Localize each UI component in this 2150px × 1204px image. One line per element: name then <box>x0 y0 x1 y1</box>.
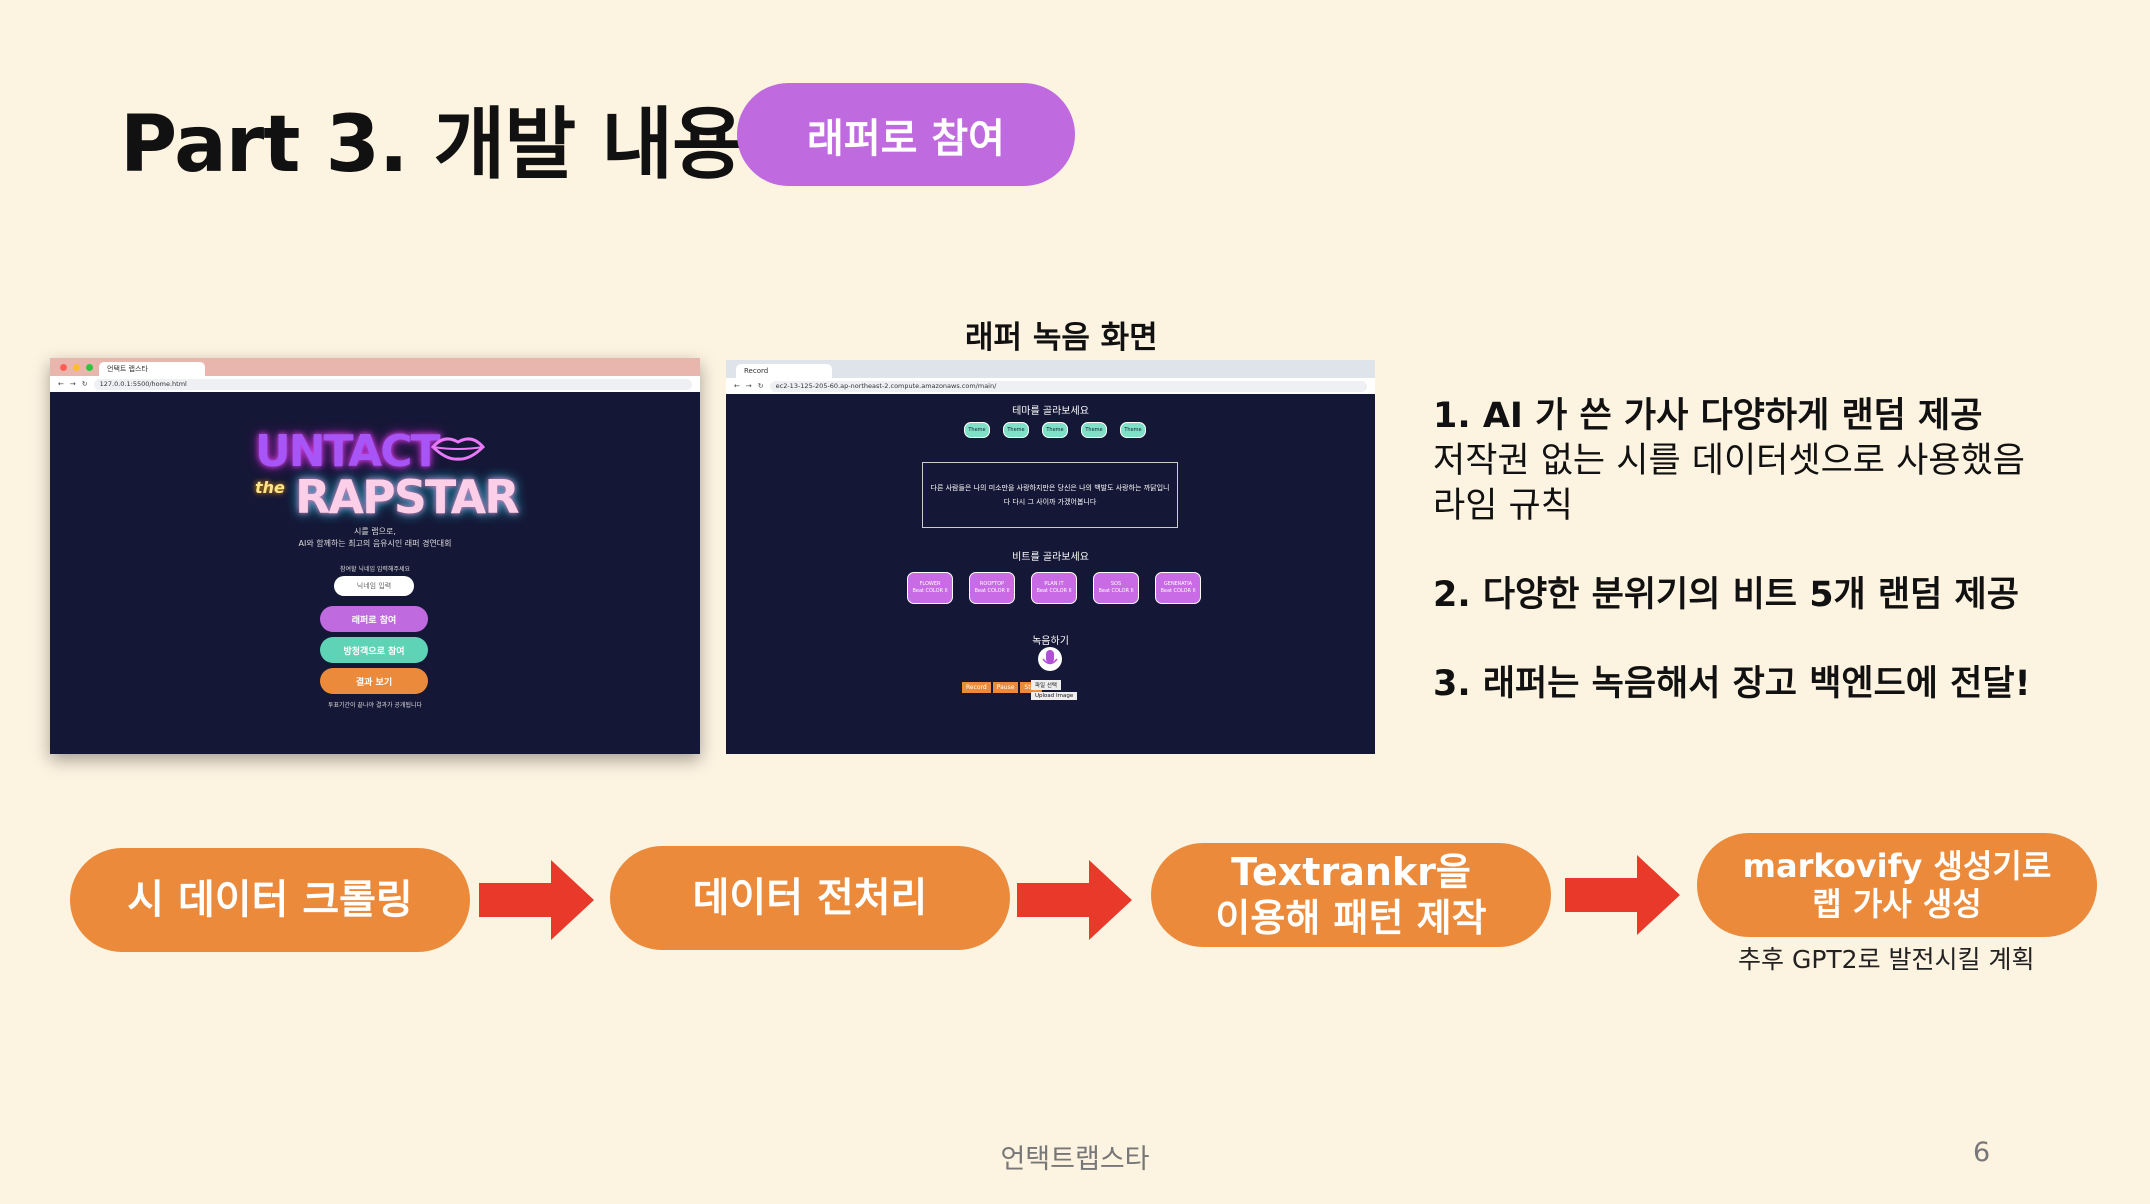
beat-name: PLAN IT <box>1044 581 1064 587</box>
theme-chip[interactable]: Theme <box>1042 422 1068 438</box>
beat-sub: Beat COLOR II <box>1036 588 1072 594</box>
close-dot-icon <box>60 363 67 371</box>
home-page-screenshot: 언택트 랩스타 ← → ↻ 127.0.0.1:5500/home.html U… <box>50 358 700 754</box>
record-page-screenshot: Record ← → ↻ ec2-13-125-205-60.ap-northe… <box>726 360 1375 754</box>
theme-chip[interactable]: Theme <box>1003 422 1029 438</box>
record-heading: 녹음하기 <box>1032 636 1069 647</box>
future-plan-note: 추후 GPT2로 발전시킬 계획 <box>1738 945 2035 974</box>
flow-step-label: 랩 가사 생성 <box>1812 885 1982 923</box>
flow-arrow-icon <box>1565 855 1680 935</box>
feature-list: 1. AI 가 쓴 가사 다양하게 랜덤 제공 저작권 없는 시를 데이터셋으로… <box>1433 394 2031 707</box>
feature-heading: 2. 다양한 분위기의 비트 5개 랜덤 제공 <box>1433 575 2019 615</box>
feature-detail: 라임 규칙 <box>1433 486 1573 526</box>
rapper-join-button[interactable]: 래퍼로 참여 <box>320 606 428 632</box>
url-field[interactable]: ec2-13-125-205-60.ap-northeast-2.compute… <box>769 380 1367 392</box>
beat-name: FLOWER <box>919 581 941 587</box>
browser-tab-strip: 언택트 랩스타 <box>50 358 700 376</box>
address-bar-row: ← → ↻ 127.0.0.1:5500/home.html <box>50 376 700 392</box>
browser-tab[interactable]: 언택트 랩스타 <box>99 362 205 376</box>
address-bar-row: ← → ↻ ec2-13-125-205-60.ap-northeast-2.c… <box>726 378 1375 394</box>
nickname-input[interactable]: 닉네임 입력 <box>334 576 414 596</box>
minimize-dot-icon <box>73 363 80 371</box>
footer-title: 언택트랩스타 <box>1000 1144 1150 1175</box>
browser-tab[interactable]: Record <box>736 364 832 378</box>
screenshot-caption: 래퍼 녹음 화면 <box>965 320 1158 356</box>
home-page-body: UNTACT the RAPSTAR 시를 랩으로, AI와 함께하는 최고의 … <box>50 392 700 754</box>
flow-step-label: markovify 생성기로 <box>1742 847 2052 885</box>
beat-sub: Beat COLOR II <box>1160 588 1196 594</box>
flow-step-crawling: 시 데이터 크롤링 <box>70 848 470 952</box>
audience-join-button[interactable]: 방청객으로 참여 <box>320 637 428 663</box>
file-select-button[interactable]: 파일 선택 <box>1031 680 1061 690</box>
theme-heading: 테마를 골라보세요 <box>1012 406 1089 417</box>
beat-name: GENERATIA <box>1163 581 1193 587</box>
feature-heading: 3. 래퍼는 녹음해서 장고 백엔드에 전달! <box>1433 664 2031 704</box>
view-results-button[interactable]: 결과 보기 <box>320 668 428 694</box>
flow-step-label: 데이터 전처리 <box>692 875 928 921</box>
upload-image-button[interactable]: Upload Image <box>1031 692 1078 700</box>
record-button[interactable]: Record <box>962 682 991 693</box>
record-page-body: 테마를 골라보세요 Theme Theme Theme Theme Theme … <box>726 394 1375 754</box>
microphone-icon[interactable] <box>1037 646 1063 676</box>
logo-untact: UNTACT <box>255 426 441 477</box>
url-field[interactable]: 127.0.0.1:5500/home.html <box>93 378 692 390</box>
logo-the: the <box>255 478 285 497</box>
reload-icon[interactable]: ↻ <box>757 382 764 390</box>
logo-rapstar: RAPSTAR <box>295 470 520 524</box>
pause-button[interactable]: Pause <box>992 682 1019 693</box>
theme-chip-row: Theme Theme Theme Theme Theme <box>964 422 1146 438</box>
slide-title: Part 3. 개발 내용 <box>120 100 744 190</box>
browser-tab-strip: Record <box>726 360 1375 378</box>
theme-chip[interactable]: Theme <box>1120 422 1146 438</box>
beat-sub: Beat COLOR II <box>1098 588 1134 594</box>
theme-chip[interactable]: Theme <box>964 422 990 438</box>
tagline-2: AI와 함께하는 최고의 음유시인 래퍼 경연대회 <box>298 539 452 548</box>
flow-step-textrankr: Textrankr을 이용해 패턴 제작 <box>1151 843 1551 947</box>
page-number: 6 <box>1973 1137 1991 1168</box>
results-note: 투표기간이 끝나야 결과가 공개됩니다 <box>327 702 423 709</box>
flow-arrow-icon <box>479 860 594 940</box>
beat-heading: 비트를 골라보세요 <box>1012 552 1089 563</box>
reload-icon[interactable]: ↻ <box>81 380 88 388</box>
flow-step-label: Textrankr을 <box>1231 850 1471 894</box>
lips-icon <box>430 437 486 461</box>
lyrics-box: 다른 사람들은 나의 미소만을 사랑하지만은 당신은 나의 백발도 사랑하는 까… <box>922 462 1178 528</box>
rapper-badge: 래퍼로 참여 <box>737 83 1075 186</box>
beat-sub: Beat COLOR II <box>974 588 1010 594</box>
flow-arrow-icon <box>1017 860 1132 940</box>
maximize-dot-icon <box>86 363 93 371</box>
forward-icon[interactable]: → <box>69 380 76 388</box>
back-icon[interactable]: ← <box>58 380 64 388</box>
back-icon[interactable]: ← <box>734 382 740 390</box>
theme-chip[interactable]: Theme <box>1081 422 1107 438</box>
flow-step-label: 이용해 패턴 제작 <box>1215 896 1487 940</box>
flow-step-label: 시 데이터 크롤링 <box>127 877 413 923</box>
nickname-label: 참여할 닉네임 입력해주세요 <box>339 566 411 573</box>
beat-sub: Beat COLOR II <box>912 588 948 594</box>
beat-name: SOS <box>1110 581 1122 587</box>
beat-name: ROOFTOP <box>979 581 1005 587</box>
tagline-1: 시를 랩으로, <box>354 527 396 536</box>
feature-detail: 저작권 없는 시를 데이터셋으로 사용했음 <box>1433 441 2025 481</box>
flow-step-preprocessing: 데이터 전처리 <box>610 846 1010 950</box>
forward-icon[interactable]: → <box>745 382 752 390</box>
feature-heading: 1. AI 가 쓴 가사 다양하게 랜덤 제공 <box>1433 396 1983 436</box>
flow-step-markovify: markovify 생성기로 랩 가사 생성 <box>1697 833 2097 937</box>
